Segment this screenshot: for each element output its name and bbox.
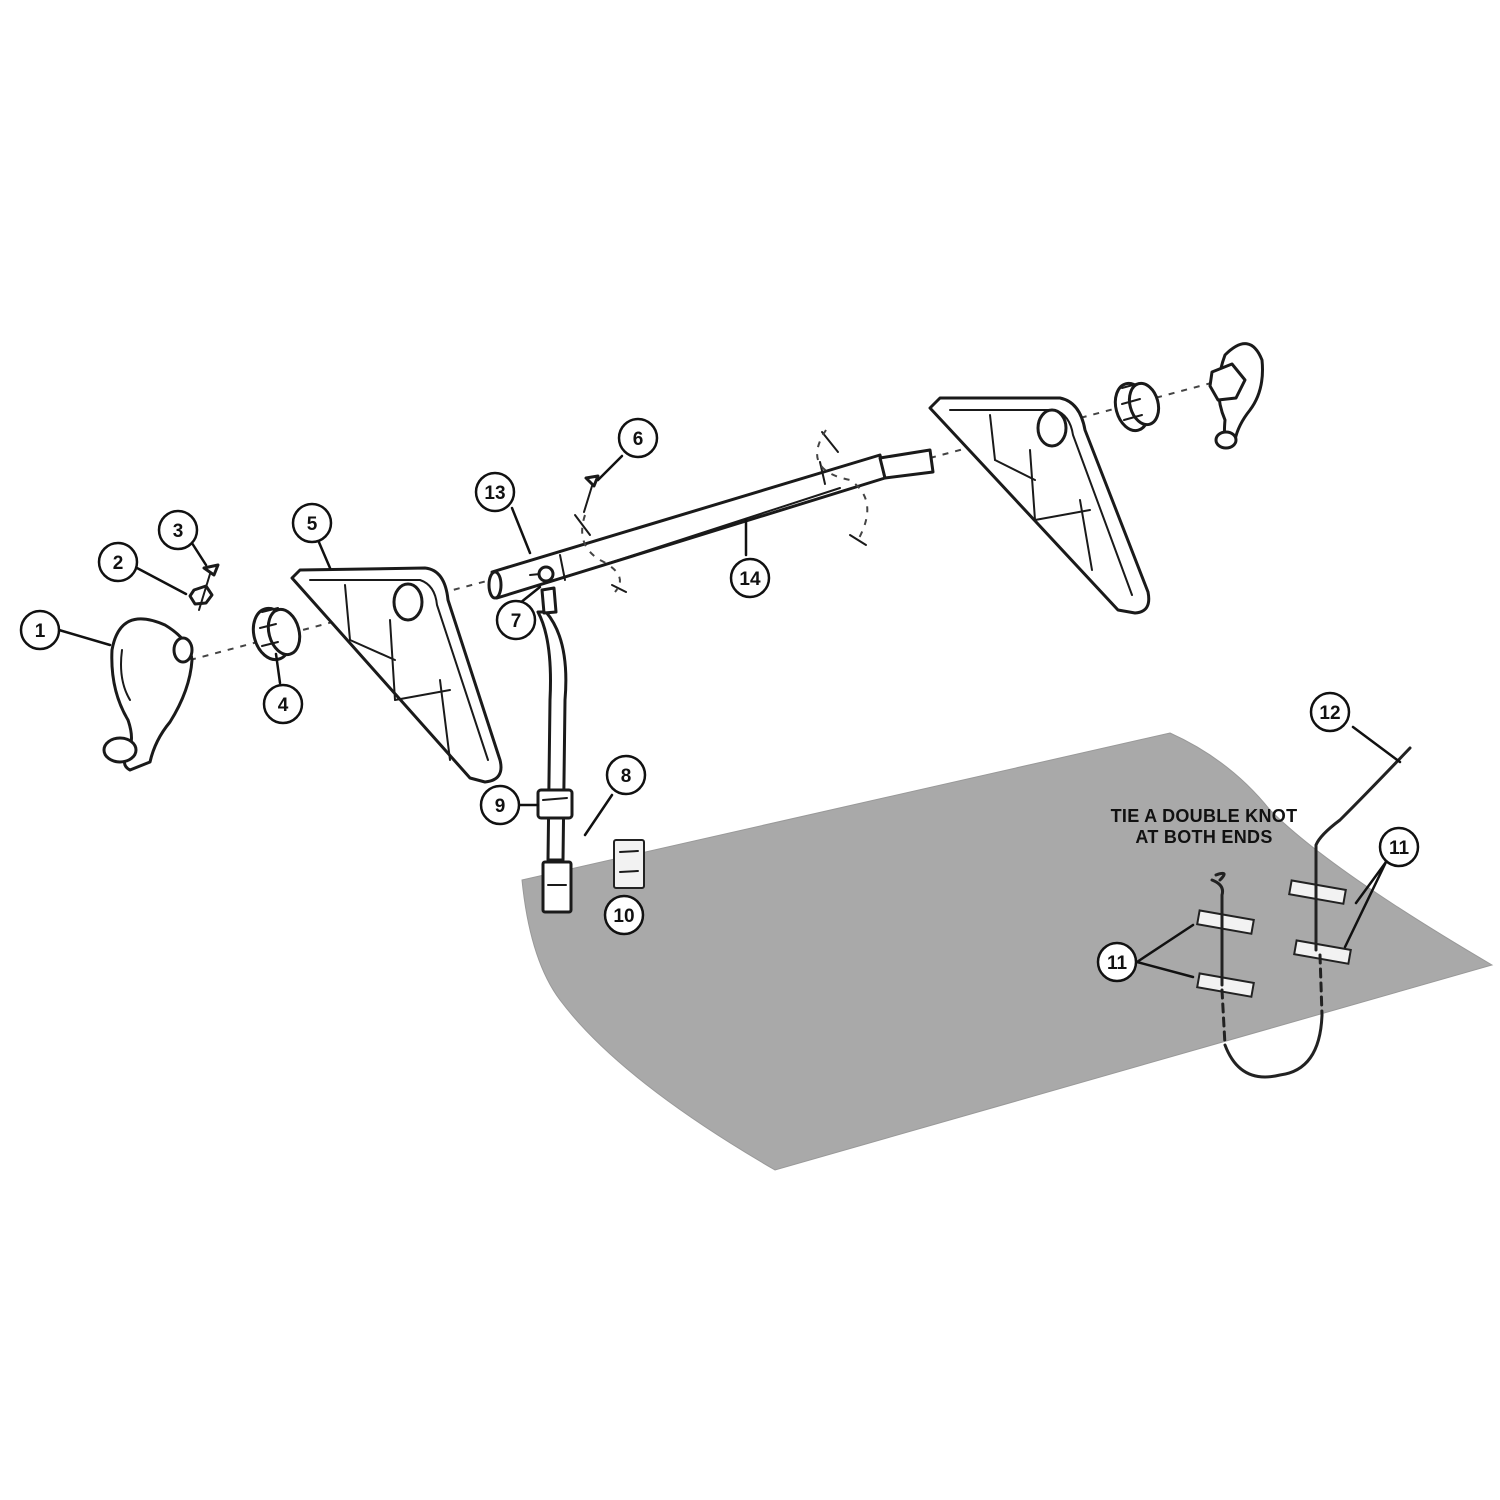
callout-3-label: 3 (173, 521, 184, 542)
callout-14-label: 14 (739, 569, 761, 590)
callout-13: 13 (474, 471, 516, 513)
tube-screw-part (583, 474, 600, 513)
callout-11-left-label: 11 (1107, 953, 1128, 974)
callout-14: 14 (729, 557, 771, 599)
callout-7: 7 (495, 599, 537, 641)
note-line-1: TIE A DOUBLE KNOT (1111, 806, 1298, 826)
screw-part (198, 563, 220, 611)
rope-part (1210, 746, 1412, 1079)
callout-5-label: 5 (307, 514, 318, 535)
callout-9-label: 9 (495, 796, 506, 817)
end-cap-part (102, 617, 194, 772)
tube-marks (574, 429, 869, 593)
callout-12: 12 (1309, 691, 1351, 733)
callout-2-label: 2 (113, 553, 124, 574)
bushing-part (251, 606, 302, 662)
callout-6: 6 (617, 417, 659, 459)
callout-2: 2 (97, 541, 139, 583)
pool-cover-sheet (521, 732, 1494, 1171)
cover-strap-tab (613, 839, 645, 889)
callout-12-label: 12 (1319, 703, 1340, 724)
callout-8-label: 8 (621, 766, 632, 787)
end-cap-right (1208, 342, 1264, 450)
callout-1-label: 1 (35, 621, 46, 642)
reel-tube-part (487, 448, 935, 600)
callout-8: 8 (605, 754, 647, 796)
leader-lines (57, 454, 1402, 979)
callout-11-right: 11 (1378, 826, 1420, 868)
callout-9: 9 (479, 784, 521, 826)
callout-10: 10 (603, 894, 645, 936)
note-line-2: AT BOTH ENDS (1135, 827, 1272, 847)
bushing-right (1113, 381, 1161, 433)
callout-11-left: 11 (1096, 941, 1138, 983)
callout-7-label: 7 (511, 611, 522, 632)
callout-11-right-label: 11 (1389, 838, 1410, 859)
callout-6-label: 6 (633, 429, 644, 450)
callout-4: 4 (262, 683, 304, 725)
callout-5: 5 (291, 502, 333, 544)
strap-assembly (536, 586, 574, 914)
a-frame-stand-right (928, 396, 1151, 615)
a-frame-stand-left (290, 566, 503, 784)
callout-13-label: 13 (484, 483, 505, 504)
callout-10-label: 10 (613, 906, 634, 927)
knot-instruction-note: TIE A DOUBLE KNOT AT BOTH ENDS (1111, 806, 1298, 847)
callout-4-label: 4 (278, 695, 289, 716)
callout-1: 1 (19, 609, 61, 651)
callout-3: 3 (157, 509, 199, 551)
